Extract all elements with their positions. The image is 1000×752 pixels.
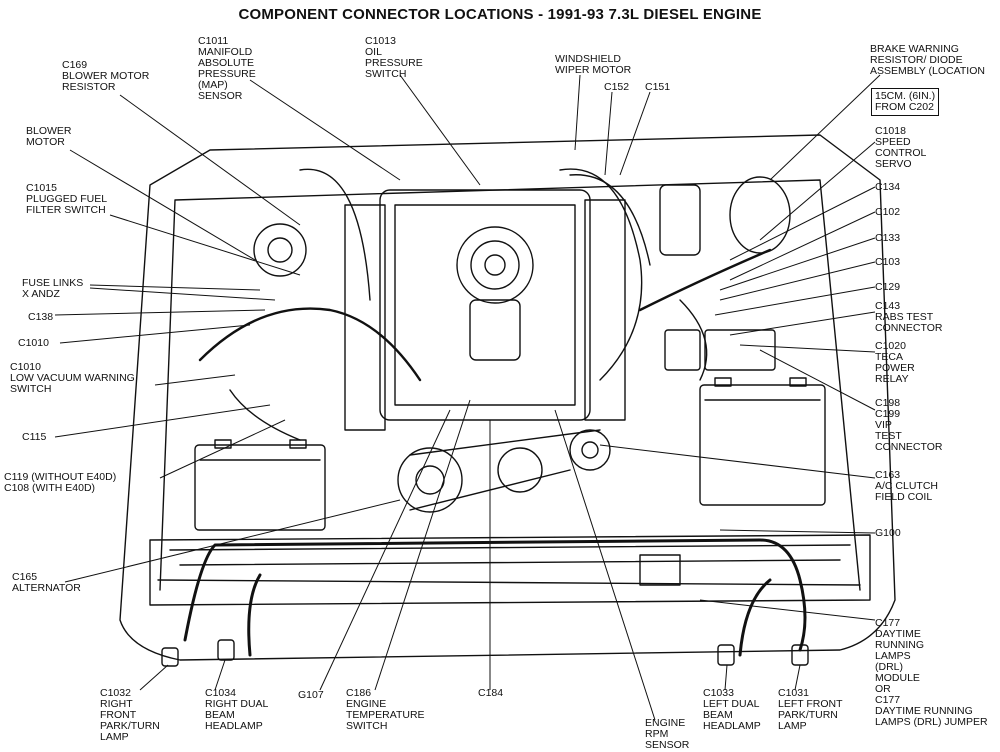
label-c115: C115 (22, 431, 47, 443)
label-c143: C143 RABS TEST CONNECTOR (875, 300, 943, 334)
label-fuse-links: FUSE LINKS X ANDZ (22, 277, 84, 300)
label-c129: C129 (875, 281, 901, 293)
label-c1010-low-vacuum: C1010 LOW VACUUM WARNING SWITCH (10, 361, 135, 395)
label-c1020: C1020 TECA POWER RELAY (875, 340, 915, 385)
label-c163: C163 A/C CLUTCH FIELD COIL (875, 469, 939, 503)
label-engine-rpm: ENGINE RPM SENSOR (645, 717, 690, 751)
label-c1032: C1032 RIGHT FRONT PARK/TURN LAMP (100, 687, 160, 743)
lamp-right-front (161, 647, 179, 667)
label-c177: C177 DAYTIME RUNNING LAMPS (DRL) MODULE … (875, 617, 988, 728)
radiator-support (149, 534, 871, 606)
label-windshield-wiper: WINDSHIELD WIPER MOTOR (555, 53, 632, 76)
label-c151: C151 (645, 81, 671, 93)
label-c1015: C1015 PLUGGED FUEL FILTER SWITCH (26, 182, 108, 216)
label-g100: G100 (875, 527, 901, 539)
label-c1031: C1031 LEFT FRONT PARK/TURN LAMP (778, 687, 843, 732)
label-c1033: C1033 LEFT DUAL BEAM HEADLAMP (703, 687, 761, 732)
label-blower-motor: BLOWER MOTOR (26, 125, 72, 148)
engine-block (379, 189, 591, 421)
diagram-title: COMPONENT CONNECTOR LOCATIONS - 1991-93 … (238, 6, 762, 23)
blower-motor (253, 223, 307, 277)
label-c186: C186 ENGINE TEMPERATURE SWITCH (346, 687, 425, 732)
label-c169: C169 BLOWER MOTOR RESISTOR (62, 59, 150, 93)
label-c165: C165 ALTERNATOR (12, 571, 81, 594)
label-c184: C184 (478, 687, 504, 699)
label-c198-c199: C198 C199 VIP TEST CONNECTOR (875, 397, 943, 453)
label-c103: C103 (875, 256, 901, 268)
air-filter (456, 226, 534, 304)
label-c1010-top: C1010 (18, 337, 49, 349)
label-c1011: C1011 MANIFOLD ABSOLUTE PRESSURE (MAP) S… (198, 35, 256, 102)
label-c138: C138 (28, 311, 54, 323)
label-c133: C133 (875, 232, 901, 244)
label-c1018: C1018 SPEED CONTROL SERVO (875, 125, 927, 170)
label-c1013: C1013 OIL PRESSURE SWITCH (365, 35, 423, 80)
wiring-harness (183, 538, 807, 652)
label-g107: G107 (298, 689, 324, 701)
bay-outline (119, 134, 896, 661)
label-c1034: C1034 RIGHT DUAL BEAM HEADLAMP (205, 687, 269, 732)
label-c119-c108: C119 (WITHOUT E40D) C108 (WITH E40D) (4, 471, 117, 494)
battery-right (699, 384, 826, 506)
fan-pulley (397, 447, 463, 513)
battery-left (194, 444, 326, 531)
label-c152: C152 (604, 81, 630, 93)
label-brake-warning: BRAKE WARNING RESISTOR/ DIODE ASSEMBLY (… (870, 43, 985, 77)
label-c102: C102 (875, 206, 901, 218)
label-15cm-box: 15cm. (6in.) FROM C202 (871, 88, 940, 116)
label-c134: C134 (875, 181, 901, 193)
